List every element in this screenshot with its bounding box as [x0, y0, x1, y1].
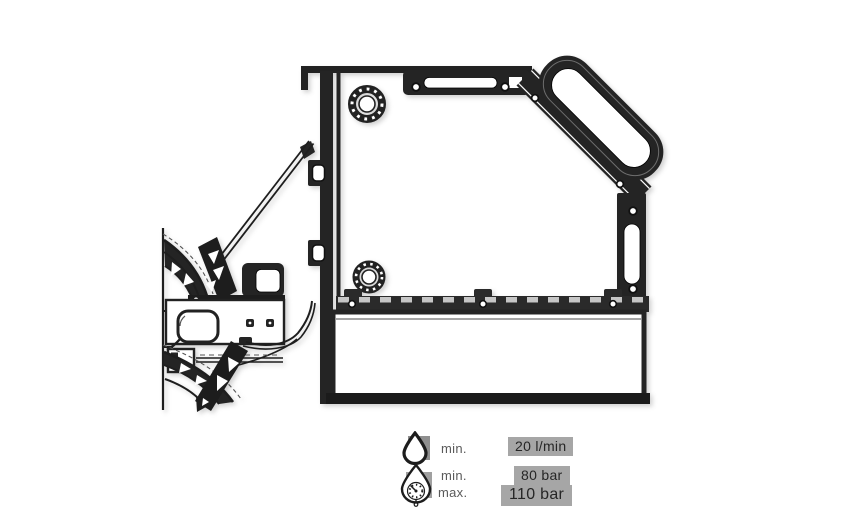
upper-wheel-sector [162, 233, 214, 299]
pressure-max-value: 110 bar [501, 485, 573, 506]
top-slotted-plate [403, 70, 530, 95]
mechanism-housing [164, 298, 286, 352]
pivot-block [242, 263, 284, 297]
pressure-min-label: min. [441, 468, 467, 483]
bearing-upper [348, 85, 386, 123]
panel-edge [320, 71, 341, 404]
tie-rod [217, 140, 315, 263]
hatched-rail [336, 289, 649, 312]
bearing-lower [352, 260, 386, 294]
hinge-clip-upper [308, 160, 329, 186]
pressure-max-label: max. [438, 485, 468, 500]
upper-truss-arm [198, 237, 237, 301]
pressure-min-value: 80 bar [514, 466, 570, 485]
handle-loop [538, 55, 664, 181]
base-frame [326, 309, 650, 404]
flow-value: 20 l/min [508, 437, 574, 456]
cutter-mechanism [161, 228, 316, 412]
right-support-bar [617, 193, 646, 313]
top-beam [301, 66, 532, 90]
hinge-clip-lower [308, 240, 329, 266]
lower-truss-arm [195, 341, 248, 412]
machine-outline [161, 55, 664, 412]
flow-min-label: min. [441, 441, 467, 456]
